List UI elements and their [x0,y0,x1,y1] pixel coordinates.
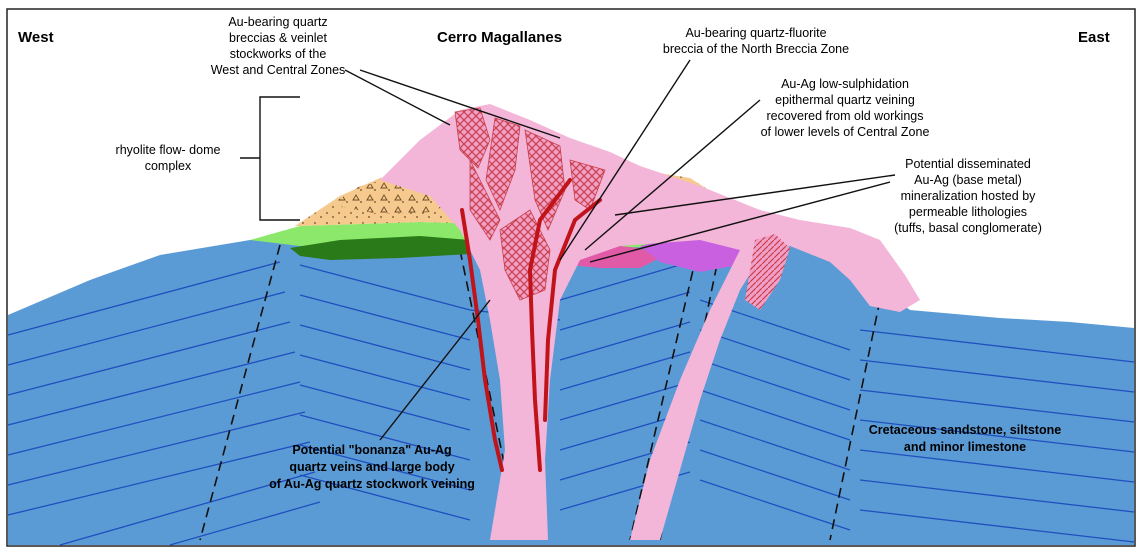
label-disseminated-line: (tuffs, basal conglomerate) [894,221,1042,235]
label-lowsulph-line: of lower levels of Central Zone [761,125,930,139]
label-breccias-line: Au-bearing quartz [228,15,327,29]
label-breccias-line: breccias & veinlet [229,31,327,45]
label-bonanza: Potential "bonanza" Au-Ag quartz veins a… [269,443,475,491]
label-disseminated: Potential disseminated Au-Ag (base metal… [894,157,1042,235]
label-east: East [1078,29,1110,46]
label-peak: Cerro Magallanes [437,29,562,46]
label-rhyolite-line: rhyolite flow- dome [116,143,221,157]
label-disseminated-line: permeable lithologies [909,205,1027,219]
label-fluorite-line: Au-bearing quartz-fluorite [685,26,826,40]
label-fluorite-line: breccia of the North Breccia Zone [663,42,849,56]
label-west: West [18,29,54,46]
label-disseminated-line: Potential disseminated [905,157,1031,171]
label-breccias-line: stockworks of the [230,47,327,61]
label-rhyolite-line: complex [145,159,192,173]
label-lowsulph-line: recovered from old workings [766,109,923,123]
label-disseminated-line: Au-Ag (base metal) [914,173,1022,187]
label-cretaceous-line: and minor limestone [904,440,1026,454]
label-cretaceous-line: Cretaceous sandstone, siltstone [869,423,1061,437]
label-bonanza-line: Potential "bonanza" Au-Ag [292,443,451,457]
label-lowsulph-line: Au-Ag low-sulphidation [781,77,909,91]
label-bonanza-line: of Au-Ag quartz stockwork veining [269,477,475,491]
label-breccias-line: West and Central Zones [211,63,346,77]
label-bonanza-line: quartz veins and large body [289,460,454,474]
label-lowsulph-line: epithermal quartz veining [775,93,915,107]
label-disseminated-line: mineralization hosted by [901,189,1037,203]
